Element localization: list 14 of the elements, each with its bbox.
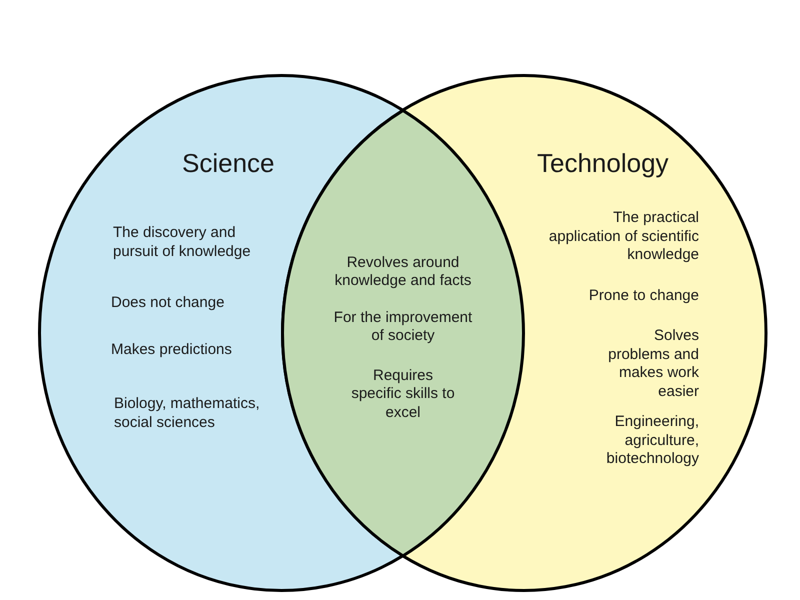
shared-trait-text: For the improvement of society bbox=[332, 308, 474, 346]
shared-trait-text: Requires specific skills to excel bbox=[350, 366, 456, 422]
trait-text: Prone to change bbox=[588, 287, 699, 306]
circle-title: Technology bbox=[537, 148, 669, 178]
trait-text: Solves problems and makes work easier bbox=[607, 327, 699, 401]
trait-text: Does not change bbox=[111, 294, 226, 312]
overlap-region bbox=[280, 108, 524, 558]
trait-text: Makes predictions bbox=[111, 341, 233, 360]
circle-title: Science bbox=[182, 148, 274, 178]
trait-text: Biology, mathematics, social sciences bbox=[114, 395, 261, 432]
trait-text: The practical application of scientific knowledge bbox=[548, 209, 699, 264]
shared-trait-text: Revolves around knowledge and facts bbox=[334, 254, 472, 291]
trait-text: Engineering, agriculture, biotechnology bbox=[605, 413, 699, 468]
trait-text: The discovery and pursuit of knowledge bbox=[113, 224, 252, 261]
